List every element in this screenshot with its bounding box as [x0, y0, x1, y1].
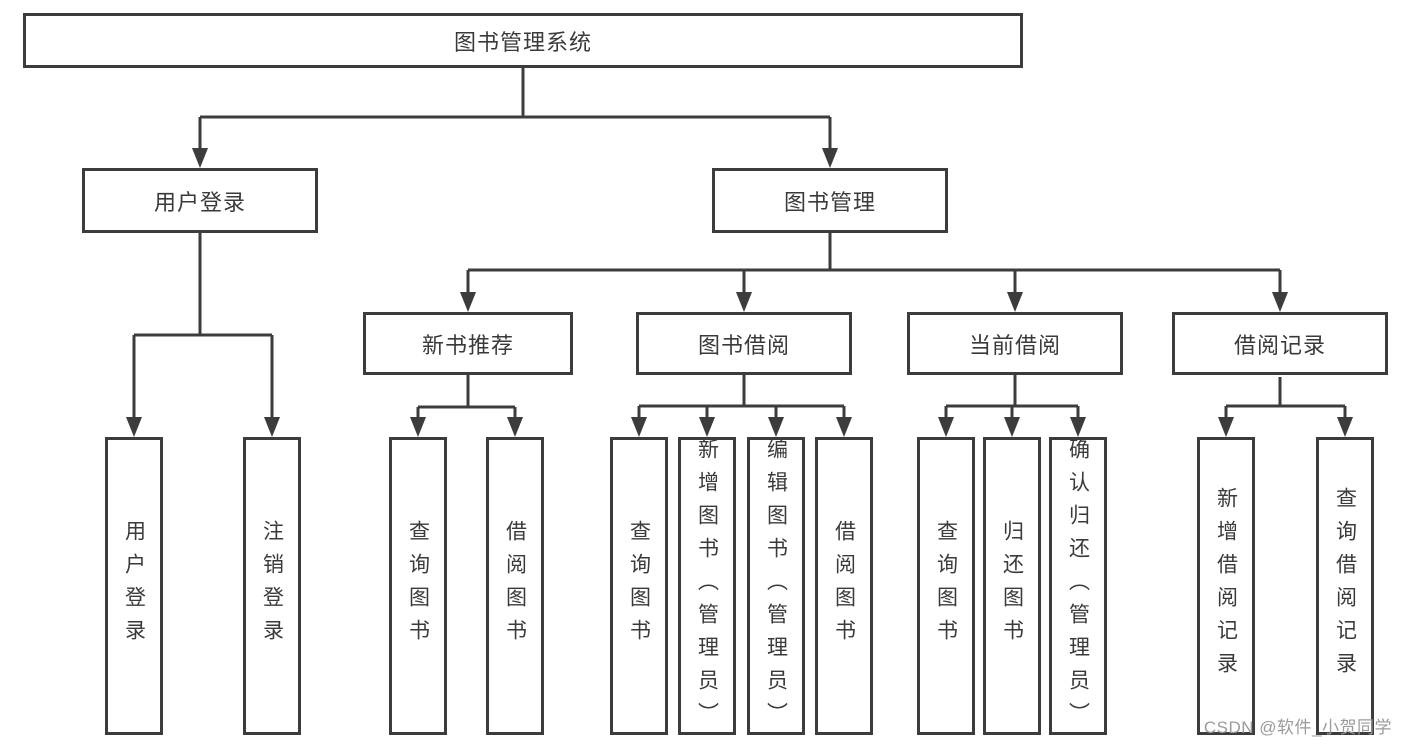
node-root: 图书管理系统 [23, 13, 1023, 68]
node-label: 借阅图书 [832, 520, 856, 652]
node-label: 图书管理系统 [453, 29, 592, 55]
leaf-borrow-books-borrowing: 借阅图书 [815, 437, 873, 735]
node-book-borrowing: 图书借阅 [636, 312, 852, 375]
node-label: 查询借阅记录 [1333, 487, 1357, 685]
leaf-query-books-current: 查询图书 [917, 437, 975, 735]
connector-lines [132, 68, 1347, 421]
node-label: 用户登录 [153, 189, 246, 215]
node-label: 用户登录 [122, 520, 146, 652]
node-label: 查询图书 [627, 520, 651, 652]
node-label: 归还图书 [1000, 520, 1024, 652]
arrowheads [126, 148, 1353, 437]
leaf-logout: 注销登录 [243, 437, 301, 735]
node-new-book-recommend: 新书推荐 [363, 312, 573, 375]
leaf-query-books-borrowing: 查询图书 [610, 437, 668, 735]
node-borrowing-records: 借阅记录 [1172, 312, 1388, 375]
node-label: 查询图书 [406, 520, 430, 652]
node-book-management-branch: 图书管理 [712, 168, 948, 233]
node-label: 注销登录 [260, 520, 284, 652]
node-label: 借阅记录 [1233, 332, 1326, 358]
node-label: 新书推荐 [421, 332, 514, 358]
node-label: 查询图书 [934, 520, 958, 652]
node-current-borrowing: 当前借阅 [907, 312, 1123, 375]
leaf-borrow-books-newbook: 借阅图书 [486, 437, 544, 735]
node-label: 图书管理 [783, 189, 876, 215]
node-label: 当前借阅 [968, 332, 1061, 358]
node-label: 图书借阅 [697, 332, 790, 358]
node-label: 借阅图书 [503, 520, 527, 652]
leaf-return-books: 归还图书 [983, 437, 1041, 735]
leaf-query-borrow-record: 查询借阅记录 [1316, 437, 1374, 735]
leaf-edit-books-admin: 编辑图书（管理员） [747, 437, 805, 735]
leaf-add-books-admin: 新增图书（管理员） [678, 437, 736, 735]
node-label: 编辑图书（管理员） [764, 437, 788, 735]
leaf-query-books-newbook: 查询图书 [389, 437, 447, 735]
leaf-add-borrow-record: 新增借阅记录 [1197, 437, 1255, 735]
node-label: 新增借阅记录 [1214, 487, 1238, 685]
leaf-confirm-return-admin: 确认归还（管理员） [1049, 437, 1107, 735]
node-user-login-branch: 用户登录 [82, 168, 318, 233]
node-label: 新增图书（管理员） [695, 437, 719, 735]
leaf-user-login: 用户登录 [105, 437, 163, 735]
node-label: 确认归还（管理员） [1066, 437, 1090, 735]
csdn-watermark: CSDN @软件_小贺同学 [1203, 718, 1392, 737]
